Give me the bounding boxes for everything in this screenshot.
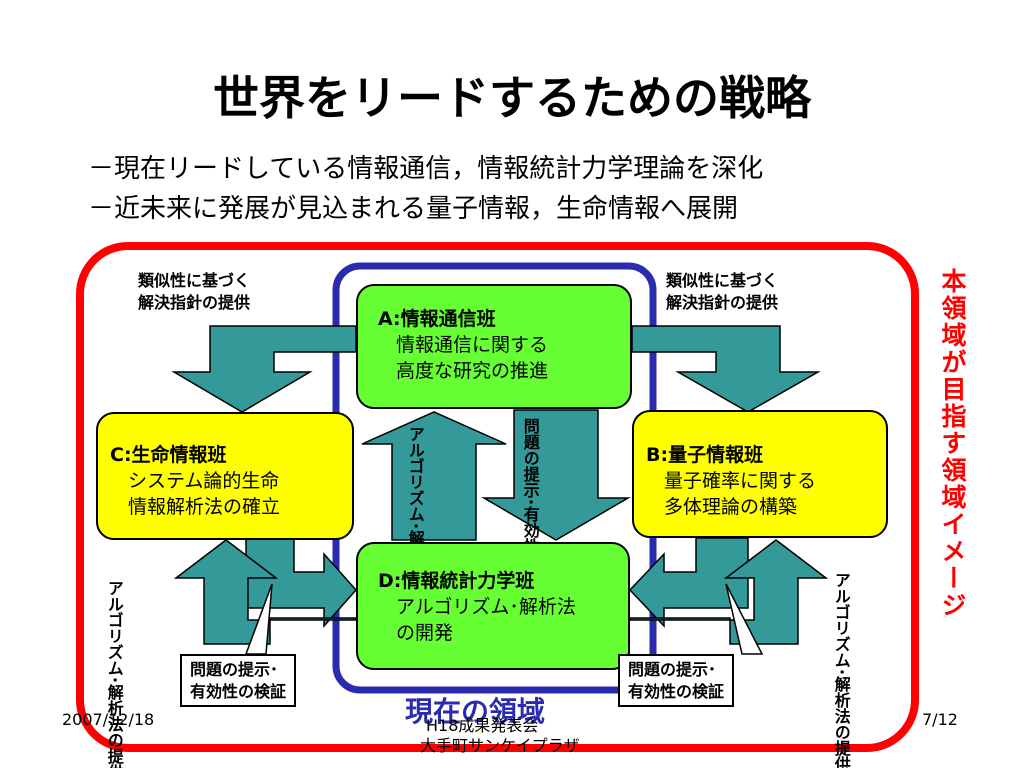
problem-verification-center-label: 問題の提示･有効性の検証: [520, 418, 540, 603]
team-c-line-2: 情報解析法の確立: [128, 496, 281, 519]
algo-left-line-2: 解析法の提供: [104, 684, 124, 768]
current-region-label: 現在の領域: [405, 695, 546, 728]
problem-callout-left: 問題の提示･ 有効性の検証: [180, 654, 297, 708]
slide-title: 世界をリードするための戦略: [213, 71, 811, 125]
arrow-a-to-c: [171, 325, 357, 413]
similarity-label-left: 類似性に基づく 解決指針の提供: [138, 270, 250, 314]
callout-tail-right: [725, 583, 764, 655]
problem-right-line-1: 問題の提示･: [628, 660, 717, 679]
team-box-b: B:量子情報班 量子確率に関する 多体理論の構築: [632, 410, 888, 538]
algo-provision-right-label: アルゴリズム･解析法の提供: [830, 572, 851, 768]
problem-callout-right: 問題の提示･ 有効性の検証: [618, 654, 735, 708]
algo-provision-left-label: アルゴリズム･解析法の提供: [103, 580, 124, 768]
team-b-line-1: 量子確率に関する: [664, 470, 817, 493]
team-box-a: A:情報通信班 情報通信に関する 高度な研究の推進: [356, 284, 632, 409]
similarity-right-line-2: 解決指針の提供: [666, 293, 779, 313]
subtitle-line-2: －近未来に発展が見込まれる量子情報，生命情報へ展開: [88, 194, 739, 224]
footer-venue-line-2: 大手町サンケイプラザ: [420, 736, 580, 755]
footer-venue-line-1: H18成果発表会: [426, 716, 539, 735]
similarity-label-right: 類似性に基づく 解決指針の提供: [666, 270, 778, 314]
problem-right-line-2: 有効性の検証: [628, 681, 725, 701]
similarity-left-line-1: 類似性に基づく: [138, 271, 251, 290]
team-a-line-2: 高度な研究の推進: [396, 360, 549, 383]
problem-left-line-2: 有効性の検証: [190, 681, 287, 701]
team-c-title: C:生命情報班: [110, 444, 227, 466]
team-box-d: D:情報統計力学班 アルゴリズム･解析法 の開発: [356, 542, 630, 670]
algo-left-line-1: アルゴリズム･: [104, 580, 124, 685]
similarity-right-line-1: 類似性に基づく: [666, 271, 779, 290]
team-box-c: C:生命情報班 システム論的生命 情報解析法の確立: [96, 412, 354, 540]
arrow-b-to-d: [628, 537, 749, 628]
team-a-line-1: 情報通信に関する: [396, 334, 549, 357]
arrow-d-to-a: [361, 411, 507, 541]
algo-right-line-2: 解析法の提供: [831, 676, 851, 768]
team-b-line-2: 多体理論の構築: [664, 496, 798, 519]
team-d-title: D:情報統計力学班: [378, 570, 535, 592]
arrow-d-to-b: [629, 539, 829, 645]
arrow-a-to-b: [631, 325, 821, 413]
team-d-line-1: アルゴリズム･解析法: [396, 596, 576, 619]
team-c-line-1: システム論的生命: [128, 470, 280, 493]
similarity-left-line-2: 解決指針の提供: [138, 293, 251, 313]
arrow-c-to-d: [245, 537, 358, 628]
footer-date: 2007/12/18: [62, 710, 155, 729]
target-region-label: 本領域が目指す領域イメージ: [938, 268, 967, 619]
team-a-title: A:情報通信班: [378, 308, 496, 330]
footer-page-number: 7/12: [922, 710, 958, 729]
arrow-a-to-d: [481, 409, 631, 541]
algo-right-line-1: アルゴリズム･: [831, 572, 851, 677]
problem-left-line-1: 問題の提示･: [190, 660, 279, 679]
team-b-title: B:量子情報班: [646, 444, 764, 466]
outer-frame: [76, 242, 919, 752]
team-d-line-2: の開発: [396, 622, 454, 645]
subtitle-line-1: －現在リードしている情報通信，情報統計力学理論を深化: [88, 154, 764, 184]
algo-provision-center-label: アルゴリズム･解析法の提供: [405, 426, 425, 627]
